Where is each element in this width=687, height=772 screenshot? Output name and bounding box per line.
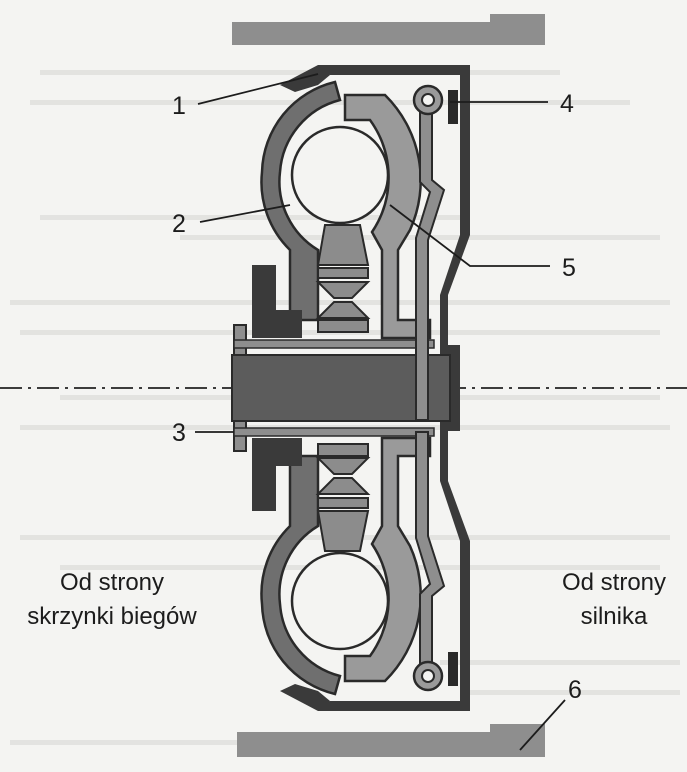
callout-4: 4 xyxy=(560,90,574,118)
callout-5: 5 xyxy=(562,254,576,282)
bottom-plate xyxy=(237,724,545,757)
caption-gearbox-side-line2: skrzynki biegów xyxy=(27,603,197,630)
output-shaft xyxy=(231,354,451,422)
lockup-clutch xyxy=(412,84,458,692)
caption-gearbox-side-line1: Od strony xyxy=(60,569,164,596)
impeller xyxy=(343,93,432,683)
callout-3: 3 xyxy=(172,419,186,447)
leader-lines xyxy=(195,73,566,751)
torus-cavity-top xyxy=(290,125,390,225)
callout-1: 1 xyxy=(172,92,186,120)
caption-engine-side-line2: silnika xyxy=(581,603,648,630)
callout-2: 2 xyxy=(172,210,186,238)
caption-engine-side-line1: Od strony xyxy=(562,569,666,596)
callout-6: 6 xyxy=(568,676,582,704)
torus-cavity-bottom xyxy=(290,551,390,651)
top-plate xyxy=(232,14,545,45)
stator xyxy=(315,224,371,552)
